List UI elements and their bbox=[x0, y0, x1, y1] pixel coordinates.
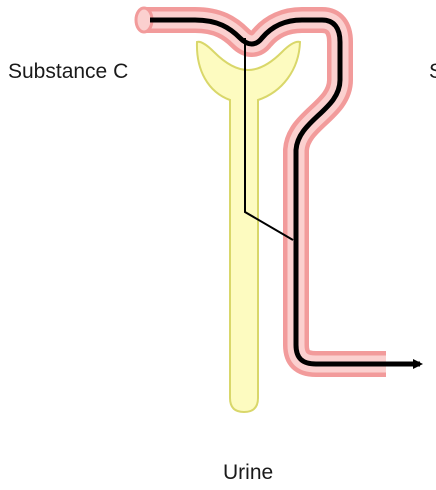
tubule-opening bbox=[136, 8, 152, 32]
substance-c-label: Substance C bbox=[8, 61, 128, 82]
urine-label: Urine bbox=[223, 462, 273, 483]
partial-right-label: S bbox=[429, 61, 436, 82]
